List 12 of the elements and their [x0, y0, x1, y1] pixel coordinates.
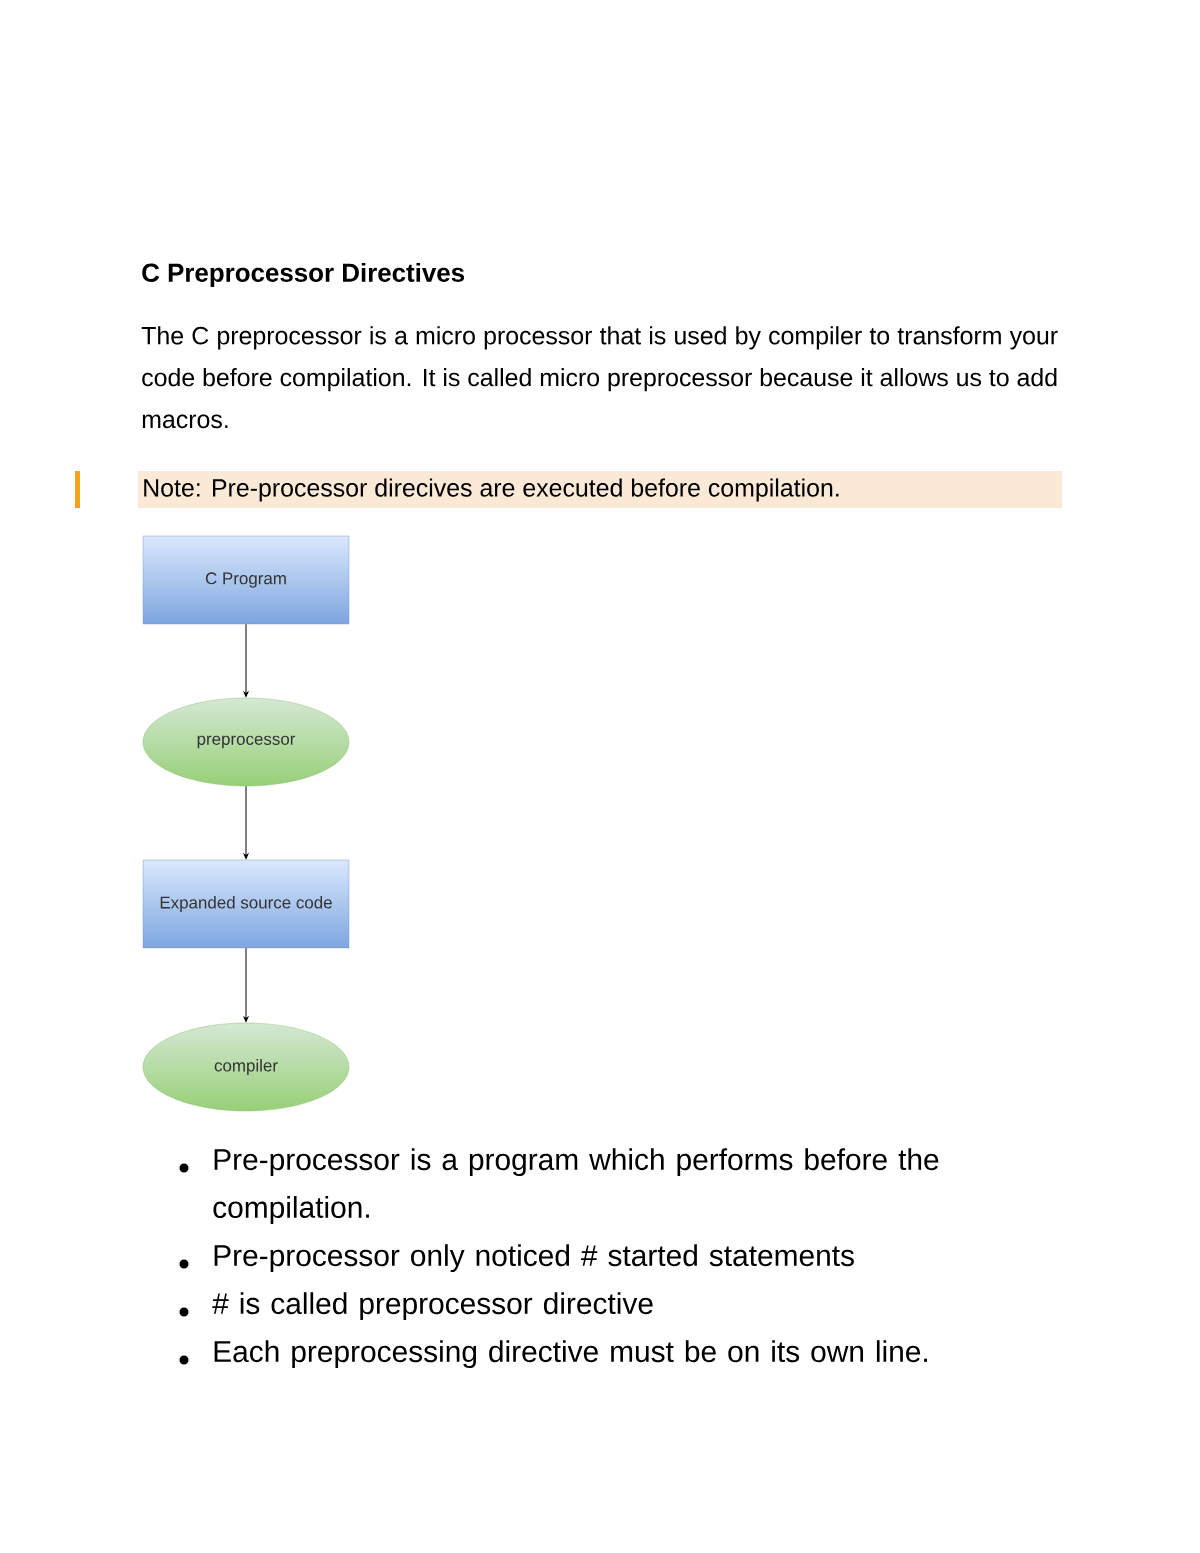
process-box: C Program: [142, 535, 350, 625]
bullet-text: Pre-processor only noticed # started statements: [214, 1244, 854, 1273]
bullet-text: Each preprocessing directive must be on its own line.: [214, 1340, 927, 1369]
arrow: [243, 623, 249, 698]
process-box: Expanded source code: [142, 859, 350, 949]
note: Note: Pre-processor direcives are executed before compilation.: [138, 471, 1062, 508]
paragraph: The C preprocessor is a micro processor that is used by compiler to transform your code before compilation. It is called micro preprocessor because it allows us to add macros.: [141, 326, 1058, 429]
arrow: [243, 785, 249, 860]
arrow: [243, 947, 249, 1023]
bullet-text: Pre-processor is a program which performs before the compilation.: [213, 1148, 939, 1224]
bullet-text: # is called preprocessor directive: [212, 1292, 653, 1321]
heading: C Preprocessor Directives: [142, 262, 465, 288]
